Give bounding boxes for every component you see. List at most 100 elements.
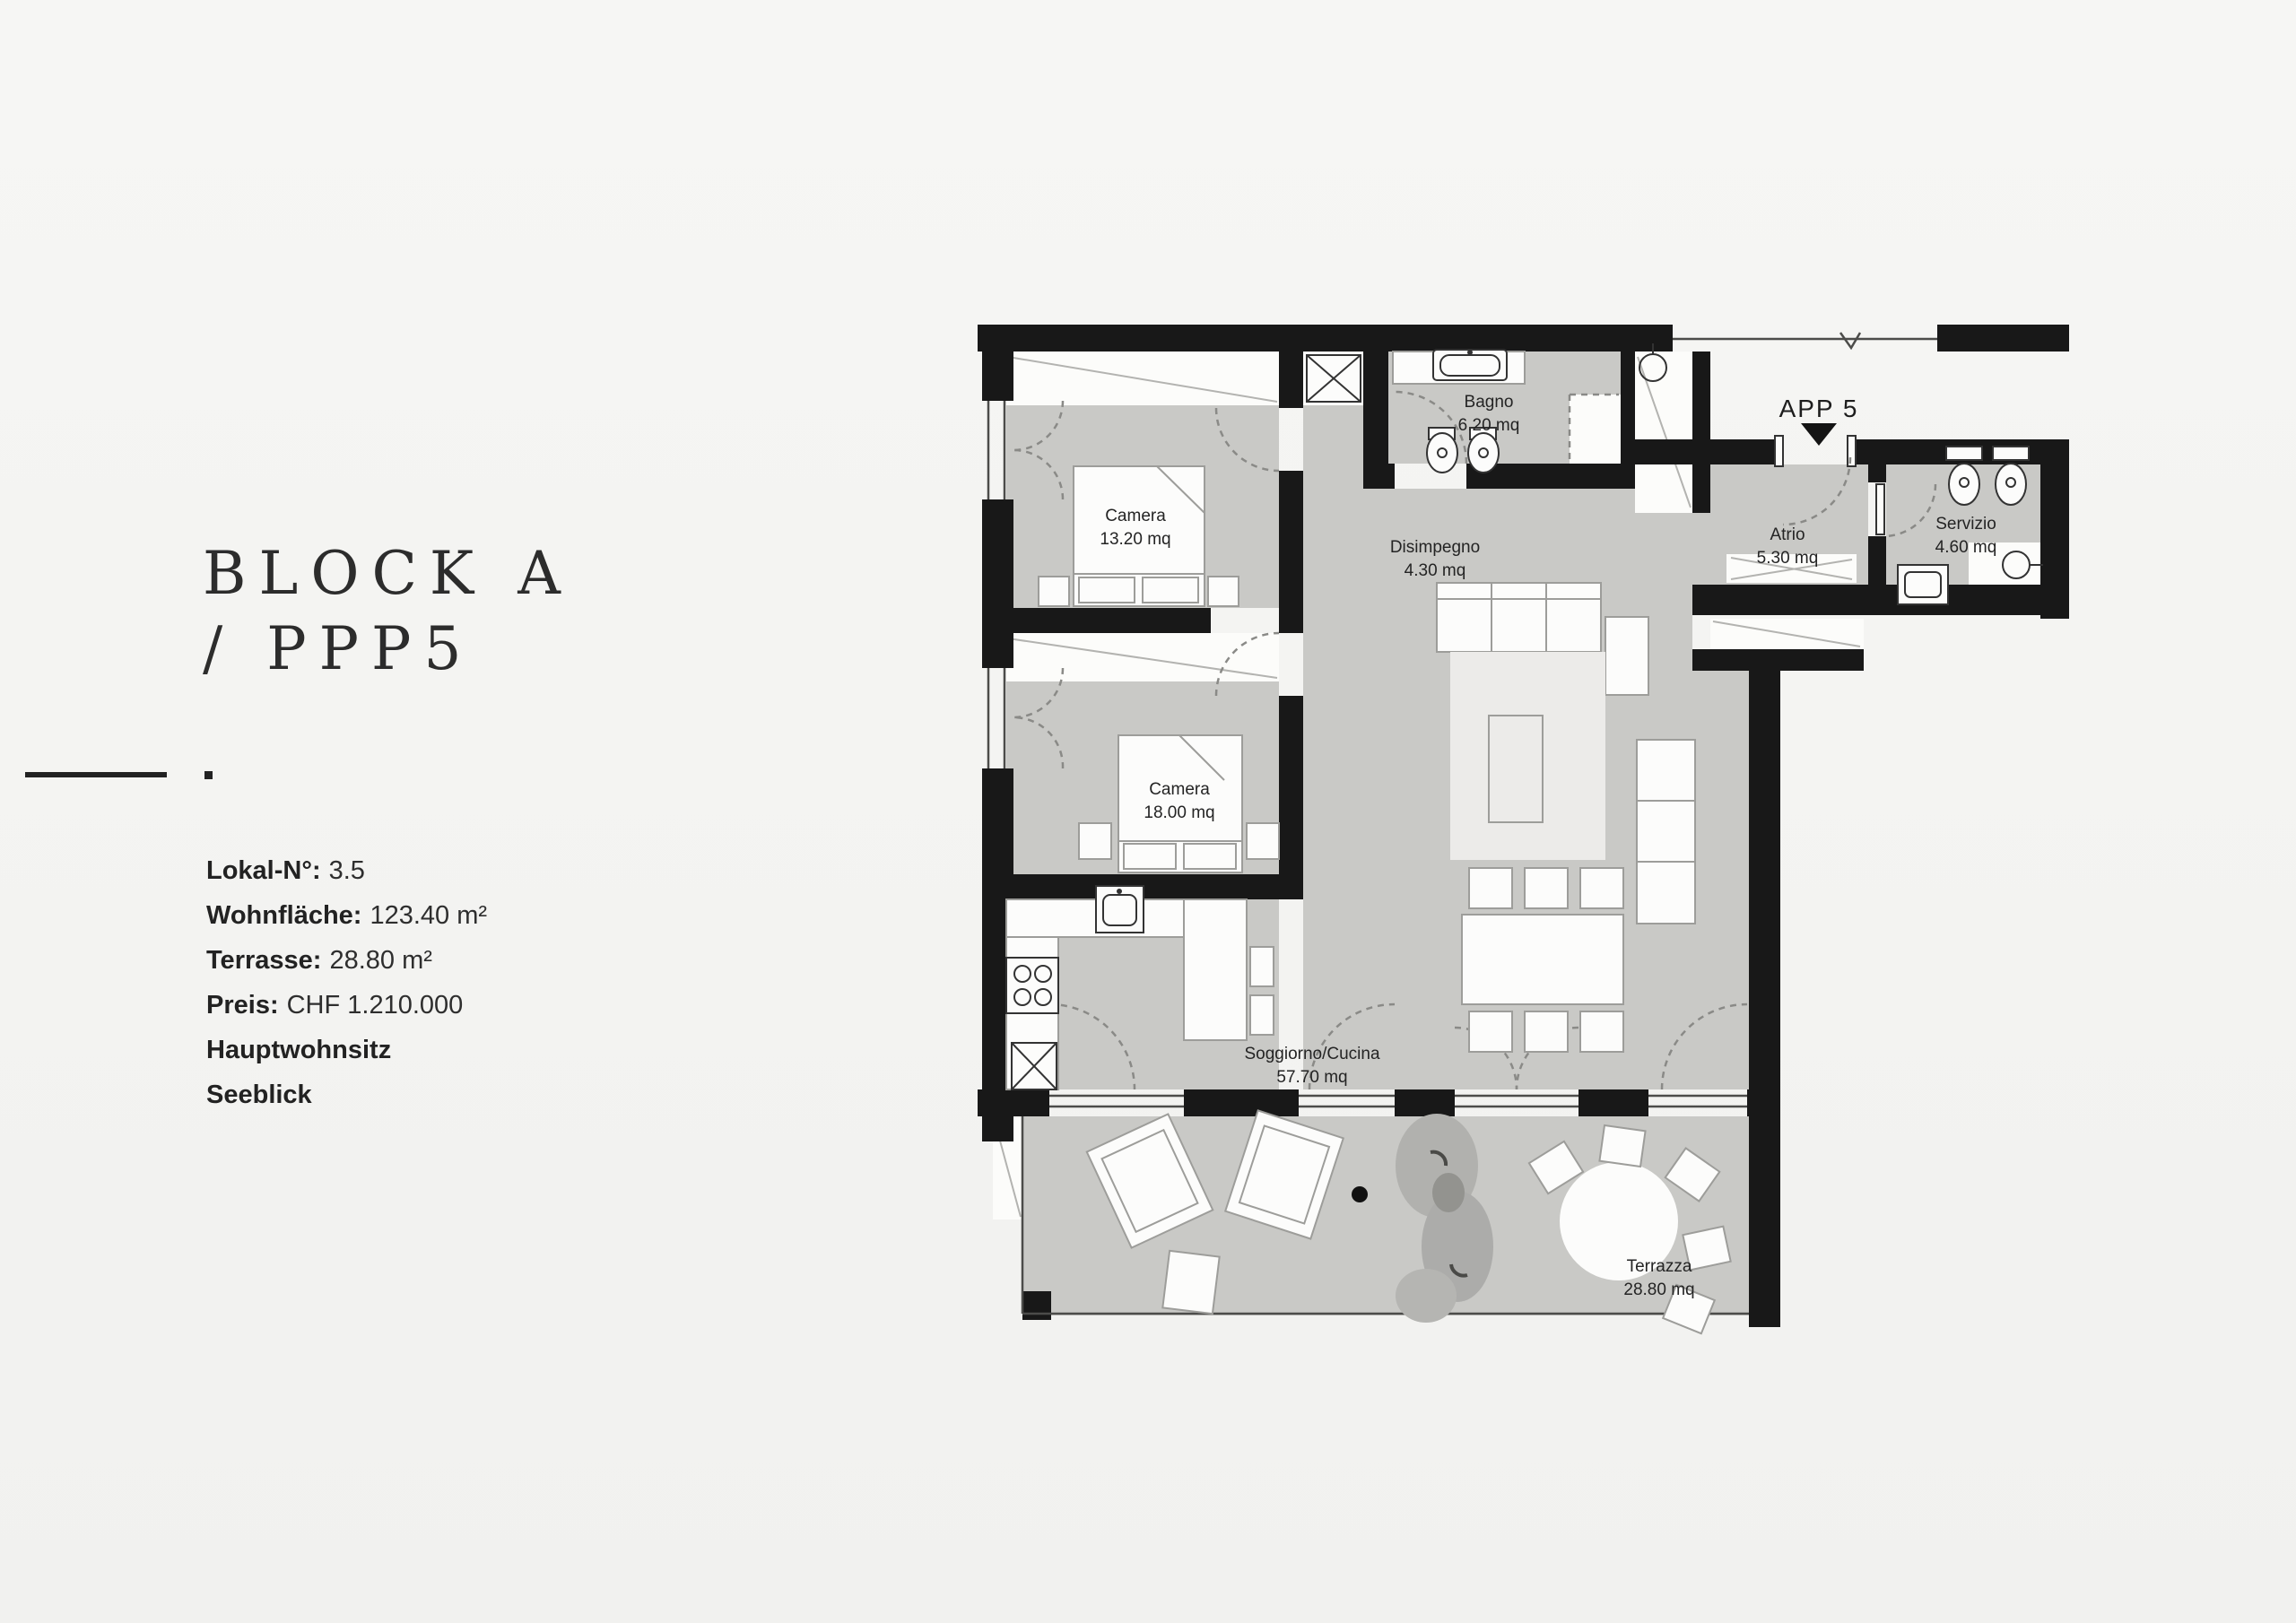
servizio-wc [1948,463,1980,506]
wall-camera-div-2 [1279,471,1303,608]
dining-chair-6 [1579,1011,1624,1053]
floor-atrio-passage [1692,513,1707,585]
page-title: BLOCK A / PPP5 [203,536,573,687]
detail-seeblick: Seeblick [206,1081,312,1109]
servizio-door-leaf [1875,483,1885,535]
wall-niche-bottom [1692,649,1864,671]
room-label-terrazza: Terrazza 28.80 mq [1623,1255,1694,1302]
room-name: Servizio [1935,515,1996,534]
kitchen-island [1183,898,1248,1041]
door-arc-terrace2 [1308,1002,1396,1090]
burner-1 [1013,965,1031,983]
dining-table [1461,914,1624,1005]
bed1-pillow-right [1142,577,1199,603]
room-label-bagno: Bagno 6.20 mq [1458,391,1520,438]
detail-terrasse: Terrasse:28.80 m² [206,946,432,975]
nightstand-2a [1078,822,1112,860]
wall-atrio-servizio-1 [1868,464,1886,482]
thin-lines [987,332,1937,1315]
lounge-chair-1-body [1085,1113,1214,1249]
room-area: 57.70 mq [1276,1068,1348,1087]
dining-chair-4 [1468,1011,1513,1053]
bagno-tap [1467,350,1473,355]
wall-closet-right [1692,352,1710,513]
servizio-bidet-detail [2005,477,2016,488]
plant-foliage-3 [1396,1269,1457,1323]
room-label-disimpegno: Disimpegno 4.30 mq [1390,536,1480,583]
plant-pot-dot [1352,1186,1368,1202]
wall-camera1-bottom-a [1006,608,1211,633]
door-arc-entrance [1782,456,1852,526]
nightstand-1b [1207,576,1239,607]
wall-terrace-post [1022,1291,1051,1320]
terrace-chair-2 [1598,1124,1647,1168]
room-name: Terrazza [1626,1257,1692,1276]
door-arc-bagno [1394,390,1468,464]
door-arc-window2-up [1013,667,1065,719]
hatch-niche [1712,621,1861,647]
wall-living-right [1749,671,1780,1089]
lounge-chair-1-cushion [1100,1128,1199,1234]
room-label-soggiorno: Soggiorno/Cucina 57.70 mq [1244,1043,1379,1089]
servizio-bidet-tank [1992,446,2030,461]
room-area: 28.80 mq [1623,1280,1695,1299]
wall-top-right [1937,325,2069,352]
coffee-table [1488,715,1544,823]
title-line-1: BLOCK A [203,539,573,608]
servizio-washbasin-inner [1904,571,1942,598]
corridor-tick-icon [1839,332,1862,351]
room-name: Bagno [1464,393,1514,412]
servizio-wc-tank [1945,446,1983,461]
chaise [1636,739,1696,924]
bed2-pillow-left [1123,843,1177,870]
hatch-closet [1637,356,1692,508]
bagno-wc-detail [1437,447,1448,458]
wall-camera-div-1 [1279,352,1303,408]
detail-hauptwohnsitz: Hauptwohnsitz [206,1036,392,1064]
floor-plan-drawing [978,325,2069,1335]
bed2-fold [1178,734,1225,781]
plant-foliage-4 [1432,1173,1465,1212]
divider-line [25,772,167,777]
room-name: Atrio [1770,525,1805,544]
wall-terrace-right [1749,1116,1780,1327]
wall-south-3 [1395,1089,1455,1116]
room-area: 4.60 mq [1935,538,1997,557]
lounge-chair-2 [1223,1109,1345,1240]
wall-south-4 [1578,1089,1648,1116]
wall-left-1 [982,325,1013,401]
door-arc-terrace4 [1660,1002,1748,1090]
walls [978,325,2069,1327]
room-area: 18.00 mq [1144,803,1215,822]
appliance-x2 [1011,1042,1057,1090]
wall-left-2 [982,499,1013,668]
rug [1450,652,1605,860]
room-area: 13.20 mq [1100,530,1171,549]
dining-chair-2 [1524,867,1569,909]
entrance-arrow-icon [1801,423,1837,446]
entrance-jambs [1774,435,1885,535]
burner-4 [1034,988,1052,1006]
plant-twig-2 [1449,1263,1468,1278]
dining-chair-3 [1579,867,1624,909]
hatch-camera1 [1007,356,1278,403]
room-label-atrio: Atrio 5.30 mq [1757,524,1819,570]
divider-dot [204,771,213,779]
detail-lokal: Lokal-N°:3.5 [206,856,365,885]
door-arc-terrace1 [1048,1002,1136,1090]
nightstand-2b [1246,822,1280,860]
room-area: 6.20 mq [1457,416,1520,435]
entrance-jamb-left [1774,435,1784,467]
lounge-chair-1 [1085,1113,1214,1249]
room-label-camera2: Camera 18.00 mq [1144,778,1214,825]
detail-preis: Preis:CHF 1.210.000 [206,991,464,1020]
terrace-chair-4 [1682,1225,1732,1271]
island-stool-2 [1249,994,1274,1036]
property-details: Lokal-N°:3.5 Wohnfläche:123.40 m² Terras… [206,848,487,1117]
servizio-shower-area [1969,542,2040,585]
wall-atrio-servizio-2 [1868,536,1886,585]
furniture [1005,343,2043,1335]
lounge-chair-2-cushion [1238,1124,1331,1225]
terrace-round-table [1560,1162,1678,1280]
terrace-chair-5 [1661,1283,1717,1335]
